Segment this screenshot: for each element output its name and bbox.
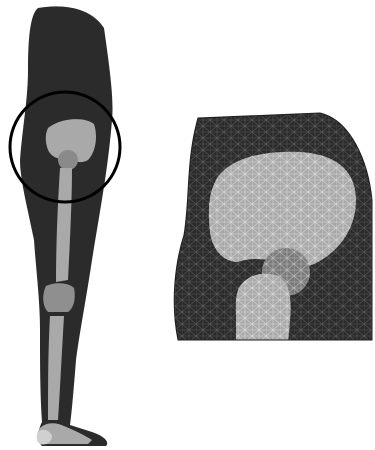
knee-bone (43, 283, 75, 312)
hip-zoom-panel (160, 100, 375, 350)
full-leg-panel (10, 6, 120, 446)
femoral-head (58, 150, 78, 170)
zoom-femur-mesh (236, 274, 291, 345)
